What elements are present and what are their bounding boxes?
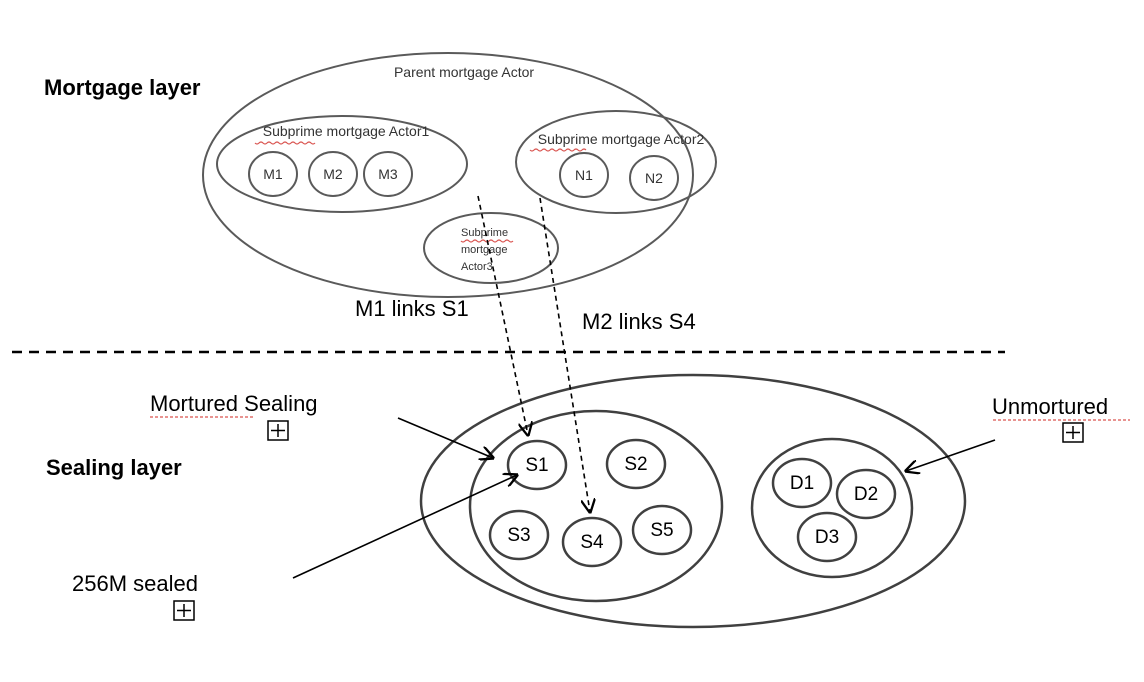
mortured-sealing-arrow — [397, 417, 493, 458]
expand-box-icon[interactable] — [1062, 422, 1084, 443]
link-m2-s4-arrow — [539, 197, 590, 512]
subprime-actor3-line2: mortgage — [461, 244, 507, 256]
node-s1 — [506, 439, 568, 491]
node-n1 — [559, 152, 609, 198]
subprime-actor2 — [515, 110, 717, 214]
subprime-actor2-label: Subprime mortgage Actor2 — [538, 131, 705, 147]
sealed-group — [468, 409, 724, 603]
mortured-sealing-label: Mortured Sealing — [150, 391, 318, 416]
expand-box-icon[interactable] — [173, 600, 195, 621]
node-d1 — [771, 457, 833, 509]
unmortured-label: Unmortured — [992, 394, 1108, 419]
node-n1-label: N1 — [575, 167, 593, 183]
sealed-size-arrow — [292, 475, 517, 579]
parent-mortgage-actor — [202, 52, 694, 298]
node-m2-label: M2 — [323, 166, 343, 182]
node-s3-label: S3 — [507, 525, 530, 546]
node-n2 — [629, 155, 679, 201]
link-m1-s1-arrow — [477, 195, 528, 435]
expand-box-icon[interactable] — [267, 420, 289, 441]
node-s3 — [488, 509, 550, 561]
node-s5 — [631, 504, 693, 556]
node-n2-label: N2 — [645, 170, 663, 186]
node-s2 — [605, 438, 667, 490]
link-m1-s1-label: M1 links S1 — [355, 296, 469, 321]
unsealed-group — [750, 437, 914, 579]
node-d2-label: D2 — [854, 484, 878, 505]
sealing-container — [419, 373, 967, 629]
node-m3 — [363, 151, 413, 197]
node-s5-label: S5 — [650, 520, 673, 541]
node-d2 — [835, 468, 897, 520]
subprime-actor1-label: Subprime mortgage Actor1 — [263, 123, 430, 139]
unmortured-arrow — [906, 439, 996, 471]
spellcheck-underline — [254, 141, 316, 145]
node-s1-label: S1 — [525, 455, 548, 476]
spellcheck-underline — [529, 148, 587, 152]
subprime-actor3-line1: Subprime — [461, 227, 508, 239]
sealing-layer-label: Sealing layer — [46, 455, 182, 480]
node-d1-label: D1 — [790, 473, 814, 494]
subprime-actor3-line3: Actor3 — [461, 261, 493, 273]
subprime-actor3 — [423, 212, 559, 284]
node-m1 — [248, 151, 298, 197]
node-s4 — [561, 516, 623, 568]
node-d3 — [796, 511, 858, 563]
node-s2-label: S2 — [624, 454, 647, 475]
subprime-actor1 — [216, 115, 468, 213]
link-m2-s4-label: M2 links S4 — [582, 309, 696, 334]
node-d3-label: D3 — [815, 527, 839, 548]
node-m2 — [308, 151, 358, 197]
node-s4-label: S4 — [580, 532, 604, 553]
sealed-size-label: 256M sealed — [72, 571, 198, 596]
parent-mortgage-actor-label: Parent mortgage Actor — [394, 64, 534, 80]
node-m1-label: M1 — [263, 166, 283, 182]
node-m3-label: M3 — [378, 166, 398, 182]
mortgage-layer-label: Mortgage layer — [44, 75, 201, 100]
